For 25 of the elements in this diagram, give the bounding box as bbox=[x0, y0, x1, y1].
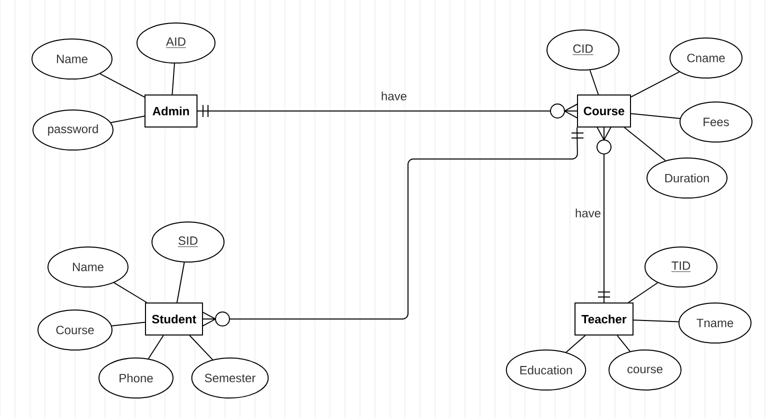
entity-box: Teacher bbox=[574, 302, 634, 336]
attribute-line bbox=[114, 282, 148, 303]
attribute-line bbox=[189, 335, 214, 360]
attribute-line bbox=[111, 322, 146, 326]
attribute-line bbox=[624, 127, 666, 162]
entity-box: Admin bbox=[144, 94, 198, 128]
attribute-line bbox=[630, 71, 680, 98]
attribute-line bbox=[148, 335, 164, 360]
attribute-line bbox=[616, 335, 630, 352]
attribute-line bbox=[100, 73, 145, 98]
entity-box: Course bbox=[577, 94, 631, 128]
entity-box: Student bbox=[145, 302, 203, 336]
attribute-line bbox=[176, 262, 185, 303]
relationship-line bbox=[202, 127, 584, 326]
relationship-line bbox=[197, 104, 578, 118]
attribute-line bbox=[628, 282, 658, 303]
attribute-line bbox=[633, 320, 680, 322]
edge-label: have bbox=[380, 90, 408, 102]
attribute-line bbox=[630, 113, 681, 119]
attribute-line bbox=[110, 116, 145, 124]
attribute-line bbox=[566, 335, 586, 353]
attribute-line bbox=[172, 62, 175, 95]
edge-label: have bbox=[574, 207, 602, 219]
attribute-line bbox=[589, 70, 599, 95]
relationship-line bbox=[596, 126, 612, 303]
